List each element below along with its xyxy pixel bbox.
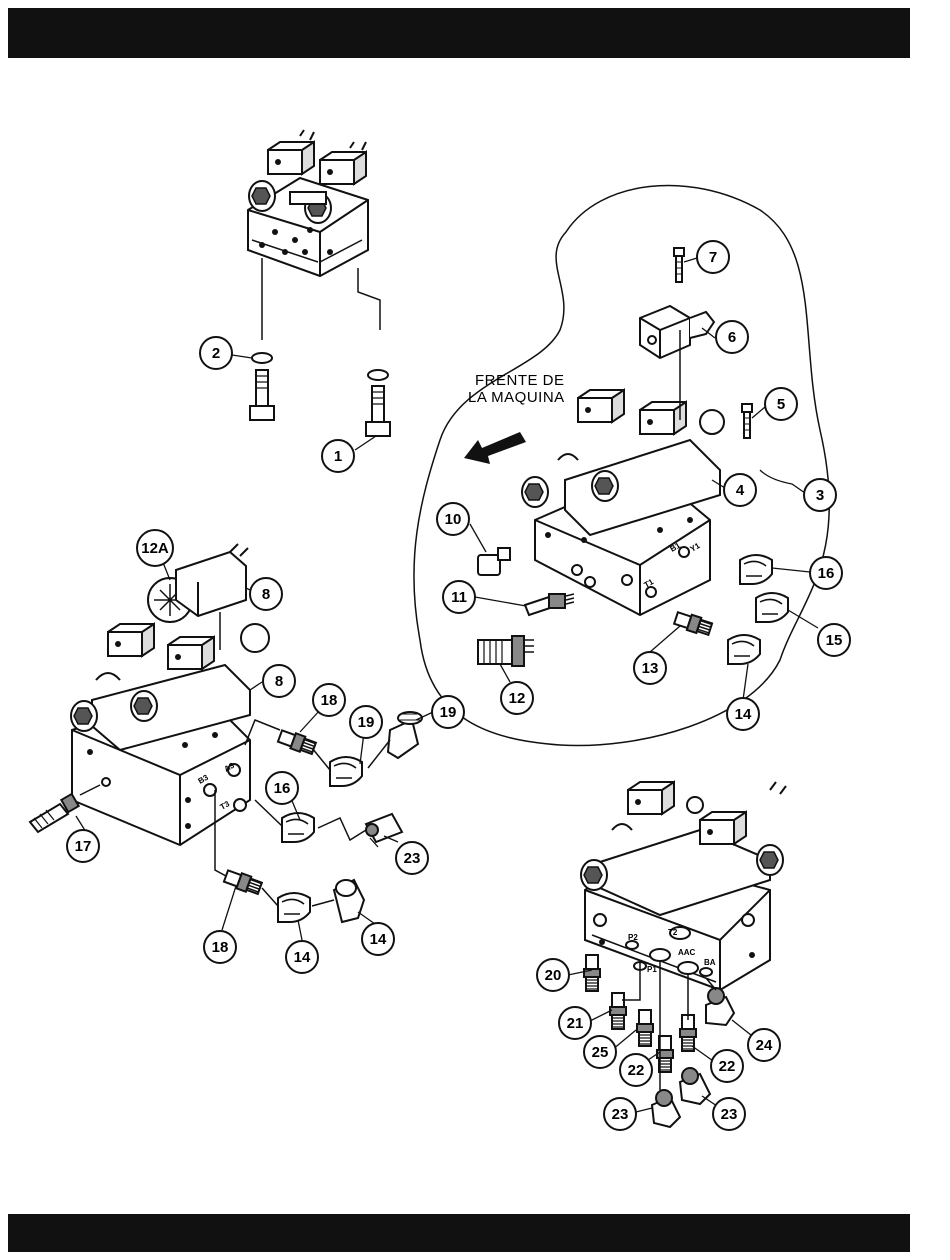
top-valve-assembly — [248, 130, 368, 276]
elbow-14-right — [728, 635, 760, 664]
svg-text:3: 3 — [816, 487, 824, 504]
callout-2: 2 — [200, 337, 232, 369]
callout-23-bottom-b: 23 — [713, 1098, 745, 1130]
front-arrow-icon — [464, 432, 526, 464]
svg-text:22: 22 — [628, 1062, 645, 1079]
svg-text:5: 5 — [777, 396, 785, 413]
svg-text:16: 16 — [274, 780, 291, 797]
svg-text:16: 16 — [818, 565, 835, 582]
callout-14-left-a: 14 — [286, 941, 318, 973]
svg-text:19: 19 — [358, 714, 375, 731]
svg-text:2: 2 — [212, 345, 220, 362]
callout-18-upper: 18 — [313, 684, 345, 716]
callout-15: 15 — [818, 624, 850, 656]
front-label-line1: FRENTE DE — [475, 372, 565, 389]
screw-5 — [742, 404, 752, 438]
svg-text:12A: 12A — [141, 540, 169, 557]
svg-text:15: 15 — [826, 632, 843, 649]
svg-text:14: 14 — [370, 931, 387, 948]
callout-23-left: 23 — [396, 842, 428, 874]
callout-12: 12 — [501, 682, 533, 714]
port-t2-label: T2 — [668, 928, 678, 937]
svg-text:13: 13 — [642, 660, 659, 677]
elbow-19-a — [330, 757, 362, 786]
fitting-13 — [674, 610, 713, 636]
svg-text:19: 19 — [440, 704, 457, 721]
svg-text:24: 24 — [756, 1037, 773, 1054]
callout-16-left: 16 — [266, 772, 298, 804]
svg-text:8: 8 — [275, 673, 283, 690]
callout-22-a: 22 — [620, 1054, 652, 1086]
callout-14-left-b: 14 — [362, 923, 394, 955]
svg-text:6: 6 — [728, 329, 736, 346]
front-label-line2: LA MAQUINA — [468, 389, 565, 406]
callout-3: 3 — [804, 479, 836, 511]
left-valve-assembly — [71, 624, 269, 845]
svg-text:14: 14 — [735, 706, 752, 723]
callout-9: 8 — [250, 578, 282, 610]
svg-text:23: 23 — [612, 1106, 629, 1123]
callout-7: 7 — [697, 241, 729, 273]
bottom-valve-assembly — [581, 782, 786, 990]
svg-text:1: 1 — [334, 448, 342, 465]
plug-10 — [478, 548, 510, 575]
callout-22-b: 22 — [711, 1050, 743, 1082]
svg-text:18: 18 — [212, 939, 229, 956]
fitting-18-upper — [277, 728, 316, 755]
svg-text:20: 20 — [545, 967, 562, 984]
elbow-14-left-a — [278, 893, 310, 922]
callout-10: 10 — [437, 503, 469, 535]
bolt-washer-right — [358, 268, 390, 436]
callout-11: 11 — [443, 581, 475, 613]
elbow-15 — [756, 593, 788, 622]
callout-1: 1 — [322, 440, 354, 472]
callout-6: 6 — [716, 321, 748, 353]
callout-5: 5 — [765, 388, 797, 420]
sensor-11 — [525, 594, 574, 615]
svg-text:18: 18 — [321, 692, 338, 709]
svg-text:4: 4 — [736, 482, 745, 499]
svg-text:10: 10 — [445, 511, 462, 528]
fitting-18-lower — [223, 868, 262, 895]
svg-text:12: 12 — [509, 690, 526, 707]
callout-12a: 12A — [137, 530, 173, 566]
svg-text:23: 23 — [404, 850, 421, 867]
svg-text:23: 23 — [721, 1106, 738, 1123]
callout-25: 25 — [584, 1036, 616, 1068]
callout-13: 13 — [634, 652, 666, 684]
svg-text:14: 14 — [294, 949, 311, 966]
svg-text:22: 22 — [719, 1058, 736, 1075]
callout-19-a: 19 — [350, 706, 382, 738]
callout-14-right: 14 — [727, 698, 759, 730]
fitting-23-left — [366, 814, 402, 842]
svg-text:21: 21 — [567, 1015, 584, 1032]
callout-23-bottom-a: 23 — [604, 1098, 636, 1130]
callout-24: 24 — [748, 1029, 780, 1061]
svg-text:25: 25 — [592, 1044, 609, 1061]
right-valve-assembly — [522, 390, 724, 615]
callout-4: 4 — [724, 474, 756, 506]
elbow-16-right — [740, 555, 772, 584]
callout-19-b: 19 — [432, 696, 464, 728]
bolt-washer-left — [250, 258, 274, 420]
elbow-14-left-b — [334, 880, 364, 922]
callout-21: 21 — [559, 1007, 591, 1039]
port-p2-label: P2 — [628, 933, 638, 942]
callout-20: 20 — [537, 959, 569, 991]
port-p1-label: P1 — [647, 965, 657, 974]
screw-7 — [674, 248, 684, 282]
svg-text:11: 11 — [451, 589, 467, 606]
callout-17: 17 — [67, 830, 99, 862]
port-aac-label: AAC — [678, 948, 696, 957]
svg-text:17: 17 — [75, 838, 92, 855]
callout-16-right: 16 — [810, 557, 842, 589]
valve-12 — [478, 636, 534, 666]
port-ba-label: BA — [704, 958, 716, 967]
svg-text:8: 8 — [262, 586, 270, 603]
svg-text:7: 7 — [709, 249, 717, 266]
callout-8: 8 — [263, 665, 295, 697]
callout-18-lower: 18 — [204, 931, 236, 963]
elbow-16-left — [282, 813, 314, 842]
